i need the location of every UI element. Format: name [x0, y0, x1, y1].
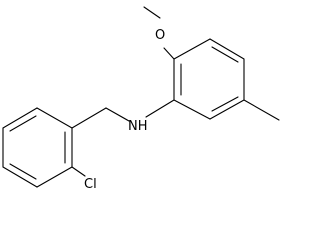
molecule-structure: O NH Cl [2, 6, 280, 190]
chlorine-label: Cl [84, 177, 97, 190]
ring-double-bond [9, 163, 37, 180]
methoxy-toluidine-ring [173, 38, 245, 120]
ring-bond [173, 99, 211, 120]
bond-methylene-ring [71, 107, 107, 129]
bond-ring-methyl [243, 99, 280, 121]
ring-bond [209, 38, 245, 60]
oxygen-label: O [155, 28, 165, 43]
nh-label: NH [128, 119, 148, 134]
bond-ring-chlorine [71, 166, 86, 177]
ring-bond [2, 107, 38, 129]
bond-ring-nitrogen [145, 99, 175, 118]
ring-bond [2, 166, 38, 188]
ring-bond [36, 107, 73, 129]
ring-bond [173, 38, 211, 60]
bond-nitrogen-methylene [105, 107, 130, 122]
bond-oxygen-ring [163, 47, 175, 60]
ring-bond [209, 99, 245, 120]
ring-double-bond [9, 115, 37, 132]
ring-double-bond [211, 96, 239, 112]
chlorophenyl-ring [2, 107, 73, 188]
bond-methoxy-methyl [143, 6, 161, 19]
ring-bond [36, 166, 73, 188]
ring-double-bond [211, 46, 239, 63]
